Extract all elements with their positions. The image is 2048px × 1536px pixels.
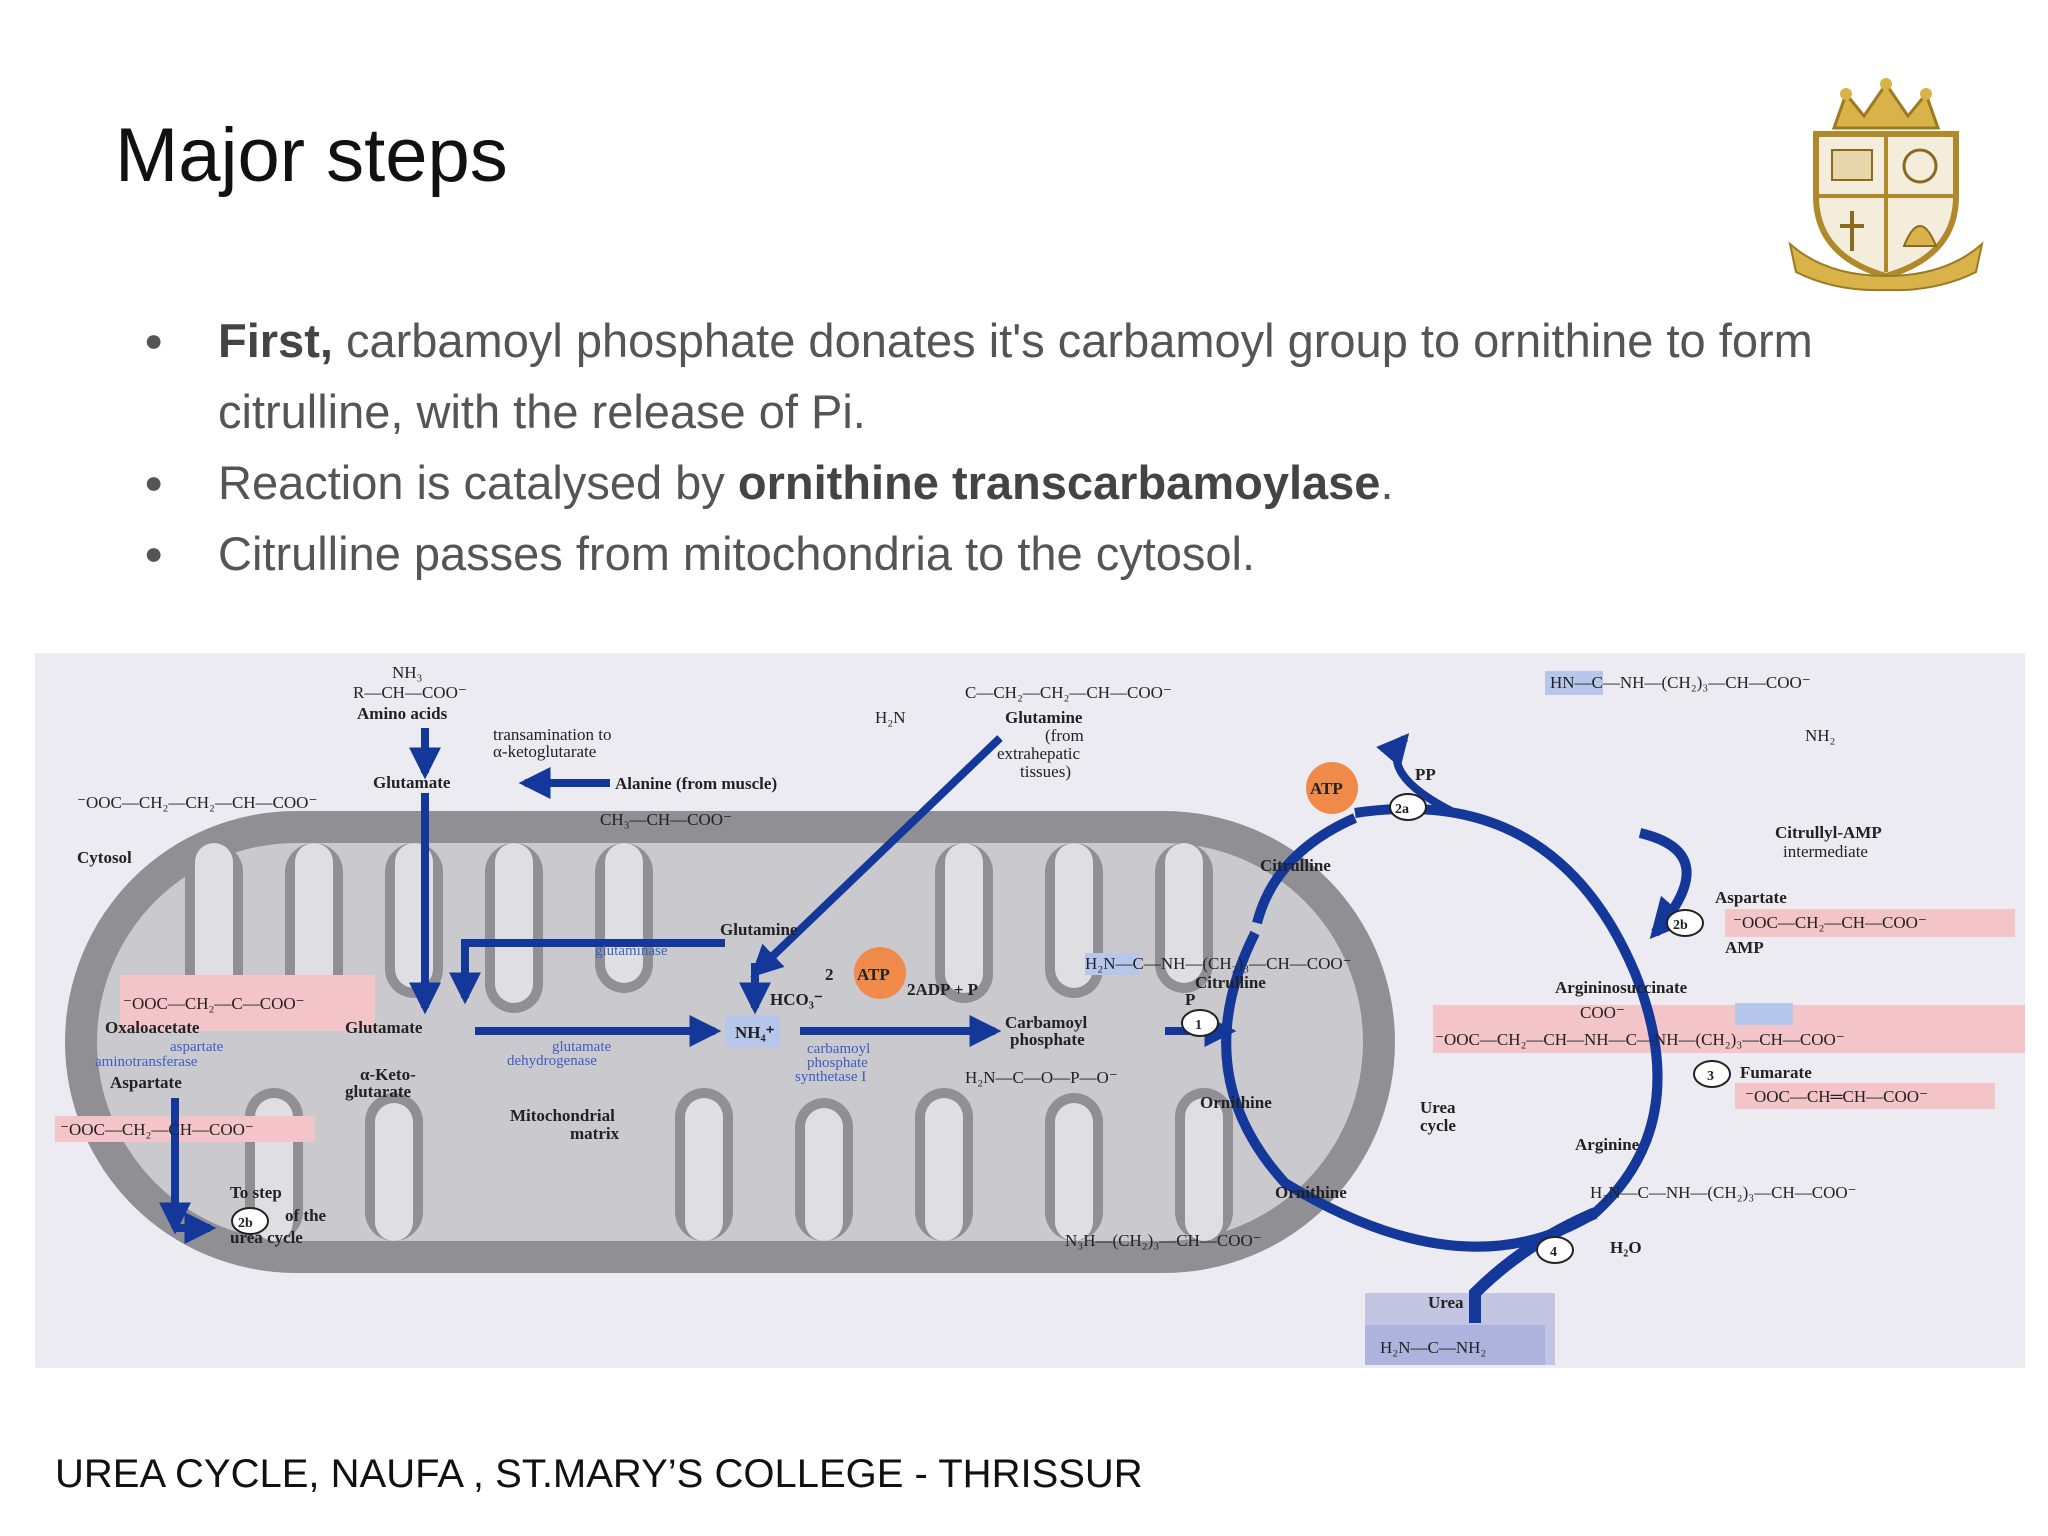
label-fumarate: Fumarate bbox=[1740, 1063, 1812, 1082]
label-of-the: of the bbox=[285, 1206, 327, 1225]
label-cytosol: Cytosol bbox=[77, 848, 132, 867]
label-alanine: Alanine (from muscle) bbox=[615, 774, 777, 793]
label-aspartate-right: Aspartate bbox=[1715, 888, 1787, 907]
label-cps-2: phosphate bbox=[807, 1055, 868, 1071]
label-to-step: To step bbox=[230, 1183, 282, 1202]
slide-title: Major steps bbox=[115, 113, 508, 198]
label-urea-cycle-1: Urea bbox=[1420, 1098, 1456, 1117]
label-urea-cycle-2: cycle bbox=[1420, 1116, 1456, 1135]
label-nh4: NH₄⁺ bbox=[735, 1023, 775, 1042]
carbamoyl-formula: H₂N—C—O—P—O⁻ bbox=[965, 1068, 1118, 1087]
label-ornithine: Ornithine bbox=[1200, 1093, 1272, 1112]
glutamate-formula: ⁻OOC—CH₂—CH₂—CH—COO⁻ bbox=[77, 793, 317, 812]
label-carbamoyl-2: phosphate bbox=[1010, 1030, 1085, 1049]
bullet-dot-icon: ● bbox=[144, 322, 164, 358]
label-nh3: NH₃ bbox=[392, 663, 423, 682]
urea-cycle-diagram: NH₃ R—CH—COO⁻ Amino acids transamination… bbox=[35, 653, 2025, 1368]
label-glutamine-ext-3: extrahepatic bbox=[997, 744, 1081, 763]
bullet-item: ● Reaction is catalysed by ornithine tran… bbox=[140, 447, 1980, 518]
label-urea-cycle-small: urea cycle bbox=[230, 1228, 303, 1247]
oxaloacetate-formula: ⁻OOC—CH₂—C—COO⁻ bbox=[123, 994, 305, 1013]
footer-text: UREA CYCLE, NAUFA , ST.MARY’S COLLEGE - … bbox=[55, 1452, 1143, 1496]
label-carbamoyl-1: Carbamoyl bbox=[1005, 1013, 1087, 1032]
fumarate-formula: ⁻OOC—CH═CH—COO⁻ bbox=[1745, 1087, 1928, 1106]
label-citrulline-top: Citrulline bbox=[1260, 856, 1331, 875]
bullet-dot-icon: ● bbox=[144, 535, 164, 571]
label-glutamate-matrix: Glutamate bbox=[345, 1018, 423, 1037]
step-2b-small: 2b bbox=[238, 1216, 253, 1231]
label-two-adp: 2ADP + P bbox=[907, 980, 978, 999]
aspartate-formula: ⁻OOC—CH₂—CH—COO⁻ bbox=[60, 1120, 254, 1139]
label-h2o: H₂O bbox=[1610, 1238, 1642, 1257]
label-atp: ATP bbox=[857, 965, 890, 984]
bullet-item: ● First, carbamoyl phosphate donates it's… bbox=[140, 305, 1980, 447]
label-aketo-2: glutarate bbox=[345, 1082, 412, 1101]
label-citrullyl-2: intermediate bbox=[1783, 842, 1868, 861]
label-argininosuccinate: Argininosuccinate bbox=[1555, 978, 1688, 997]
urea-formula: H₂N—C—NH₂ bbox=[1380, 1338, 1486, 1357]
label-urea: Urea bbox=[1428, 1293, 1464, 1312]
label-ppi: PP bbox=[1415, 765, 1436, 784]
label-glutamate: Glutamate bbox=[373, 773, 451, 792]
bullet-text: Citrulline passes from mitochondria to t… bbox=[218, 527, 1256, 580]
bullet-bold: First, bbox=[218, 314, 333, 367]
label-atp-2: ATP bbox=[1310, 779, 1343, 798]
label-cps-3: synthetase I bbox=[795, 1069, 866, 1085]
label-glutamine-ext-2: (from bbox=[1045, 726, 1084, 745]
label-citrulline: Citrulline bbox=[1195, 973, 1266, 992]
label-ornithine-bottom: Ornithine bbox=[1275, 1183, 1347, 1202]
crown-icon bbox=[1831, 78, 1941, 130]
label-gdh-2: dehydrogenase bbox=[507, 1053, 597, 1069]
label-gdh-1: glutamate bbox=[552, 1039, 611, 1055]
citrullyl-formula: HN—C—NH—(CH₂)₃—CH—COO⁻ bbox=[1550, 673, 1811, 692]
label-glutamine-ext-4: tissues) bbox=[1020, 762, 1071, 781]
arginine-formula: H₂N—C—NH—(CH₂)₃—CH—COO⁻ bbox=[1590, 1183, 1857, 1202]
label-amp: AMP bbox=[1725, 938, 1764, 957]
bullet-text: Reaction is catalysed by bbox=[218, 456, 738, 509]
label-matrix-1: Mitochondrial bbox=[510, 1106, 615, 1125]
banner-ribbon bbox=[1788, 241, 1984, 292]
glutamine-formula: C—CH₂—CH₂—CH—COO⁻ bbox=[965, 683, 1172, 702]
label-ketoglutarate-to: α-ketoglutarate bbox=[493, 742, 596, 761]
label-citrullyl-1: Citrullyl-AMP bbox=[1775, 823, 1882, 842]
label-nh2: NH₂ bbox=[1805, 726, 1835, 745]
label-amino-acids: Amino acids bbox=[357, 704, 448, 723]
label-glutaminase: glutaminase bbox=[595, 943, 668, 959]
label-matrix-2: matrix bbox=[570, 1124, 620, 1143]
label-aketo-1: α-Keto- bbox=[360, 1065, 416, 1084]
bullet-item: ● Citrulline passes from mitochondria to … bbox=[140, 518, 1980, 589]
label-cps-1: carbamoyl bbox=[807, 1041, 870, 1057]
label-oxaloacetate: Oxaloacetate bbox=[105, 1018, 200, 1037]
label-aspartate-at-1: aspartate bbox=[170, 1039, 224, 1055]
amino-acids-formula: R—CH—COO⁻ bbox=[353, 683, 467, 702]
bullet-bold: ornithine transcarbamoylase bbox=[737, 456, 1381, 509]
bullet-text: . bbox=[1380, 456, 1394, 509]
ornithine-formula: N₃H—(CH₂)₃—CH—COO⁻ bbox=[1065, 1231, 1262, 1250]
step-3: 3 bbox=[1707, 1069, 1714, 1084]
label-pi: P bbox=[1185, 990, 1195, 1009]
step-2a: 2a bbox=[1395, 802, 1409, 817]
step-1: 1 bbox=[1195, 1018, 1202, 1033]
label-h2n: H₂N bbox=[875, 708, 905, 727]
citrulline-formula: H₂N—C—NH—(CH₂)₃—CH—COO⁻ bbox=[1085, 954, 1352, 973]
label-arginine: Arginine bbox=[1575, 1135, 1640, 1154]
aspartate-right-formula: ⁻OOC—CH₂—CH—COO⁻ bbox=[1733, 913, 1927, 932]
label-coo: COO⁻ bbox=[1580, 1003, 1625, 1022]
label-aspartate-at-2: aminotransferase bbox=[95, 1054, 198, 1070]
step-4: 4 bbox=[1550, 1245, 1557, 1260]
label-transamination: transamination to bbox=[493, 725, 612, 744]
alanine-formula: CH₃—CH—COO⁻ bbox=[600, 810, 732, 829]
step-2b: 2b bbox=[1673, 918, 1688, 933]
pathway-arrows bbox=[159, 728, 1692, 1323]
label-hco3: HCO₃⁻ bbox=[770, 990, 823, 1009]
bullet-dot-icon: ● bbox=[144, 464, 164, 500]
bullet-list: ● First, carbamoyl phosphate donates it's… bbox=[140, 305, 1980, 589]
label-aspartate: Aspartate bbox=[110, 1073, 182, 1092]
label-two: 2 bbox=[825, 965, 834, 984]
college-crest-logo bbox=[1788, 78, 1984, 292]
bullet-text: carbamoyl phosphate donates it's carbamo… bbox=[218, 314, 1813, 438]
argininosuccinate-formula: ⁻OOC—CH₂—CH—NH—C—NH—(CH₂)₃—CH—COO⁻ bbox=[1435, 1030, 1845, 1049]
label-glutamine: Glutamine bbox=[720, 920, 798, 939]
label-glutamine-ext-1: Glutamine bbox=[1005, 708, 1083, 727]
